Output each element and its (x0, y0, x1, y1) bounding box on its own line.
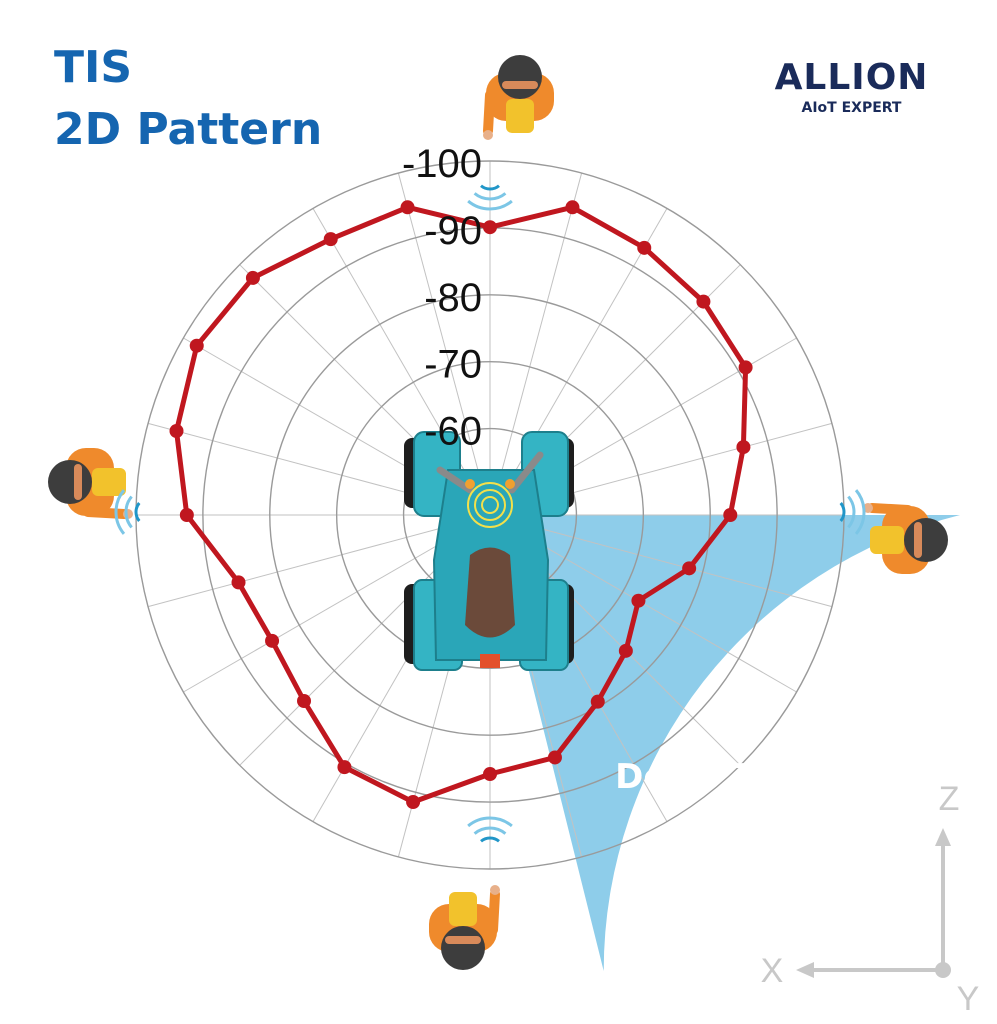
grid-spoke (489, 172, 583, 516)
chart-title-line1: TIS (54, 42, 133, 93)
dead-zone-label: Dead Zone (615, 757, 821, 797)
dead-zone-layer (490, 515, 960, 972)
chart-title-line2: 2D Pattern (54, 104, 323, 155)
logo-tagline: AIoT EXPERT (801, 100, 902, 116)
pattern-point (696, 294, 711, 309)
pattern-point (483, 220, 497, 235)
signal-waves-icon (114, 489, 141, 535)
pattern-point (723, 508, 738, 522)
pattern-point (637, 240, 652, 255)
sensor-rings-icon (467, 482, 513, 528)
pattern-point (406, 795, 421, 810)
pattern-point (323, 232, 338, 247)
pattern-point (231, 575, 246, 590)
person-bottom-icon (429, 885, 500, 970)
signal-waves-icon (839, 489, 866, 535)
pattern-point (400, 200, 415, 215)
dead-zone-wedge (490, 515, 960, 972)
logo-name: ALLION (774, 57, 929, 98)
grid-ring (335, 360, 645, 670)
allion-logo: ALLION AIoT EXPERT (764, 57, 939, 117)
z-axis-label: Z (939, 780, 960, 818)
pattern-series (169, 200, 753, 810)
pattern-point (590, 694, 605, 709)
grid-spoke (147, 514, 491, 608)
pattern-point (736, 440, 751, 455)
radial-tick-label: -60 (424, 410, 482, 454)
signal-waves-icon (467, 184, 513, 211)
pattern-point (631, 593, 646, 608)
grid-spoke (489, 208, 668, 516)
atv-vehicle-icon (404, 431, 574, 671)
pattern-point (189, 338, 204, 353)
grid-ring (269, 294, 711, 736)
pattern-point (682, 561, 697, 576)
pattern-point (738, 360, 753, 375)
x-axis-label: X (761, 952, 784, 990)
radial-tick-label: -100 (402, 142, 482, 186)
radial-tick-labels: -60 -70 -80 -90 -100 (402, 142, 482, 454)
pattern-point (245, 270, 260, 285)
grid-spoke (489, 514, 833, 608)
pattern-point (179, 508, 194, 522)
pattern-point (265, 633, 280, 648)
grid-spoke (397, 172, 491, 516)
person-left-icon (48, 448, 133, 519)
person-top-icon (483, 55, 554, 140)
person-right-icon (863, 503, 948, 574)
pattern-point (565, 200, 580, 215)
y-axis-label: Y (957, 980, 980, 1018)
people-layer (48, 55, 948, 970)
radial-tick-label: -90 (424, 209, 482, 253)
signal-waves-icon (467, 816, 513, 843)
pattern-point (169, 423, 184, 438)
radial-tick-label: -70 (424, 343, 482, 387)
xyz-axes-icon: Z X Y (761, 780, 980, 1018)
pattern-point (483, 767, 497, 782)
pattern-point (337, 760, 352, 775)
pattern-point (297, 693, 312, 708)
radial-tick-label: -80 (424, 276, 482, 320)
pattern-point (618, 643, 633, 658)
pattern-point (547, 750, 562, 765)
